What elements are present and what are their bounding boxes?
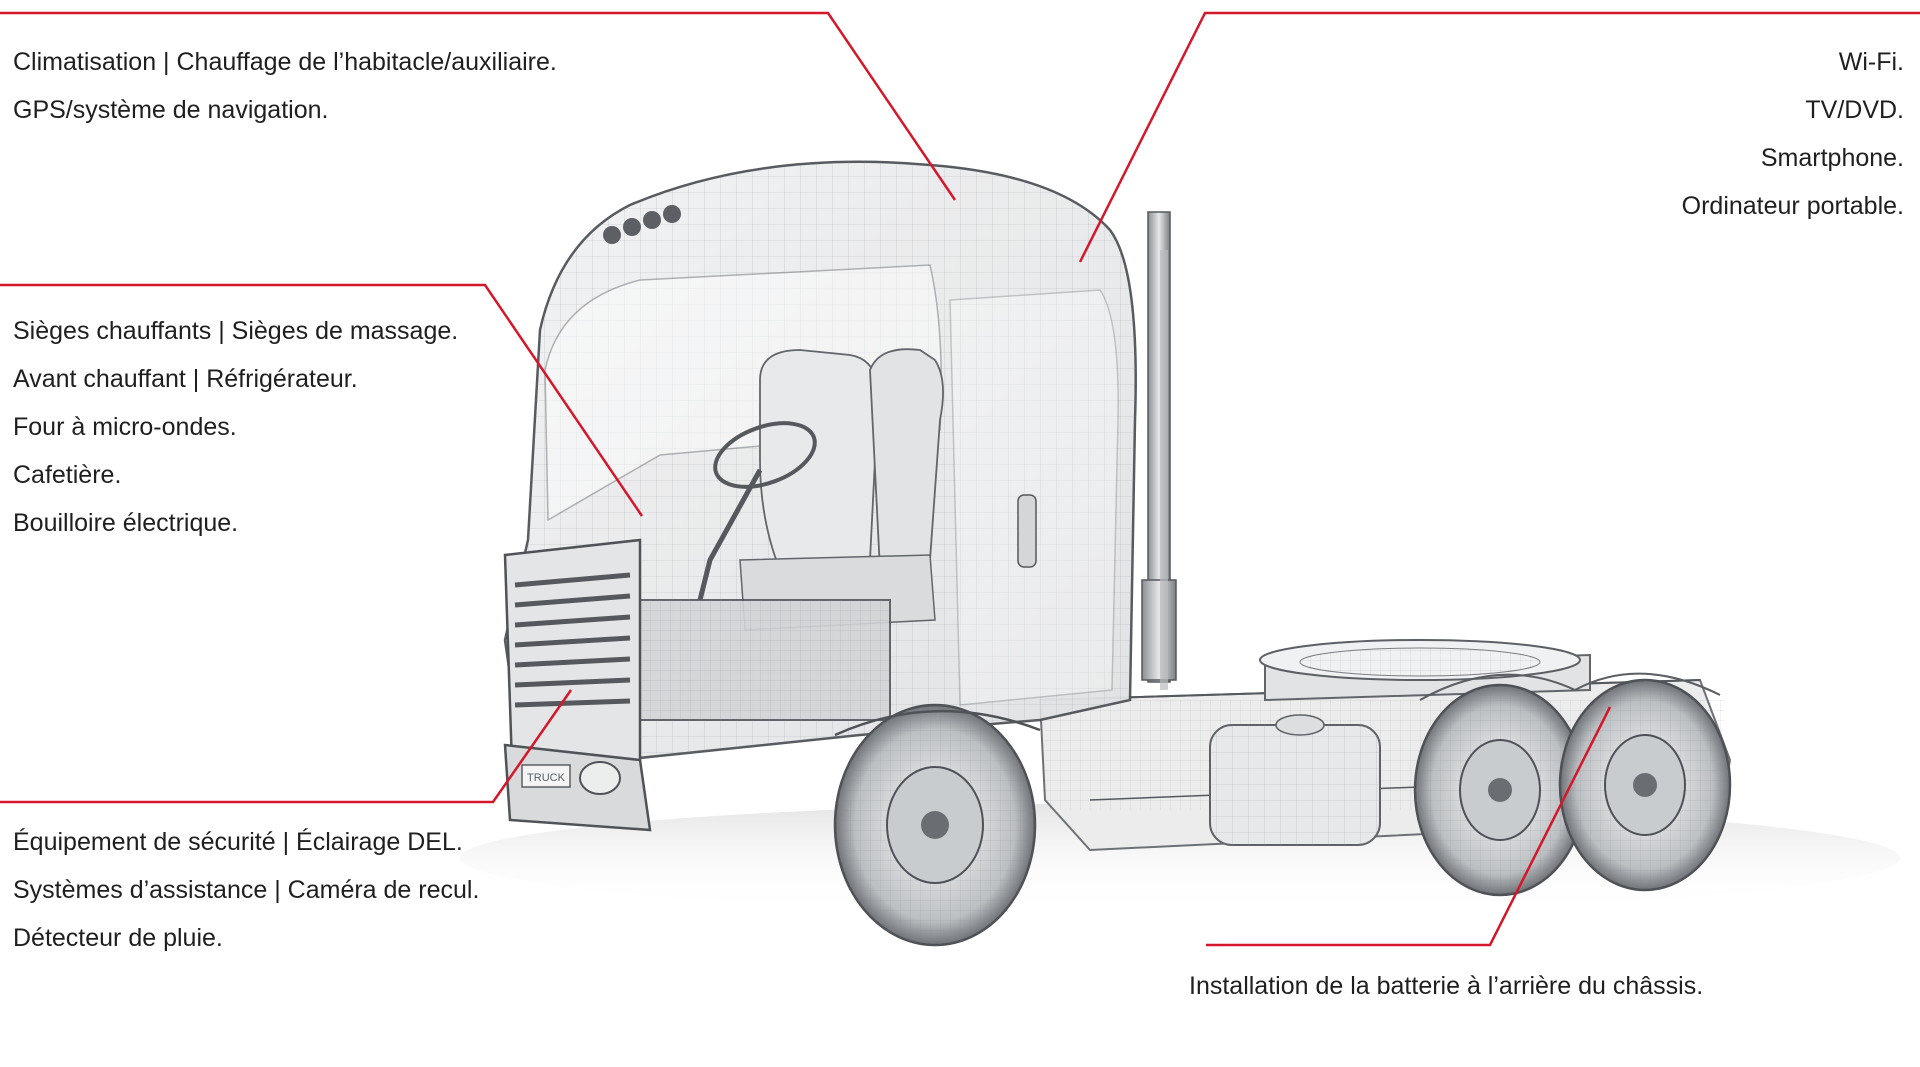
- front-grille: [503, 538, 642, 772]
- callout-safety-line-3: Détecteur de pluie.: [13, 924, 223, 952]
- headlight: [579, 761, 621, 795]
- leader-line-comfort: [0, 283, 644, 517]
- engine-block: [609, 599, 891, 721]
- callout-electronics-line-3: Smartphone.: [1760, 144, 1904, 172]
- callout-comfort-line-4: Cafetière.: [13, 461, 122, 489]
- callout-safety-line-1: Équipement de sécurité | Éclairage DEL.: [13, 828, 463, 856]
- callout-comfort-line-3: Four à micro-ondes.: [13, 413, 237, 441]
- leader-line-climate: [0, 11, 957, 201]
- callout-electronics-line-4: Ordinateur portable.: [1681, 192, 1904, 220]
- steering-wheel: [713, 421, 817, 489]
- leader-line-battery: [1206, 706, 1612, 947]
- callout-climate-line-2: GPS/système de navigation.: [13, 96, 329, 124]
- front-wheel: [833, 703, 1037, 947]
- callout-comfort: Sièges chauffants | Sièges de massage. A…: [13, 307, 458, 547]
- fuel-tank: [1209, 714, 1381, 846]
- rear-wheel-2: [1558, 678, 1732, 892]
- fifth-wheel-coupling: [1259, 639, 1591, 702]
- callout-climate-line-1: Climatisation | Chauffage de l’habitacle…: [13, 48, 557, 76]
- rear-fender: [1419, 672, 1721, 701]
- roof-lights: [603, 205, 681, 244]
- callout-battery-line-1: Installation de la batterie à l’arrière …: [1189, 972, 1704, 1000]
- front-bumper: TRUCK: [503, 743, 652, 832]
- exhaust-stack: [1141, 211, 1177, 690]
- callout-safety-line-2: Systèmes d’assistance | Caméra de recul.: [13, 876, 480, 904]
- door-handle: [1017, 494, 1037, 568]
- callout-electronics-line-2: TV/DVD.: [1805, 96, 1904, 124]
- callout-comfort-line-1: Sièges chauffants | Sièges de massage.: [13, 317, 459, 345]
- passenger-seat: [869, 348, 944, 572]
- callout-battery: Installation de la batterie à l’arrière …: [1189, 962, 1703, 1010]
- license-plate-text: TRUCK: [527, 772, 566, 784]
- license-plate: [521, 764, 571, 788]
- callout-electronics: Wi-Fi. TV/DVD. Smartphone. Ordinateur po…: [1682, 38, 1904, 230]
- leader-line-electronics: [1078, 11, 1920, 263]
- leader-lines: [0, 11, 1920, 947]
- driver-seat: [759, 349, 879, 571]
- callout-comfort-line-2: Avant chauffant | Réfrigérateur.: [13, 365, 358, 393]
- leader-line-safety: [0, 689, 573, 804]
- callout-comfort-line-5: Bouilloire électrique.: [13, 509, 239, 537]
- front-fender: [834, 709, 1041, 737]
- callout-electronics-line-1: Wi-Fi.: [1838, 48, 1904, 76]
- callout-climate: Climatisation | Chauffage de l’habitacle…: [13, 38, 557, 134]
- steering-column: [697, 468, 763, 601]
- callout-safety: Équipement de sécurité | Éclairage DEL. …: [13, 818, 479, 962]
